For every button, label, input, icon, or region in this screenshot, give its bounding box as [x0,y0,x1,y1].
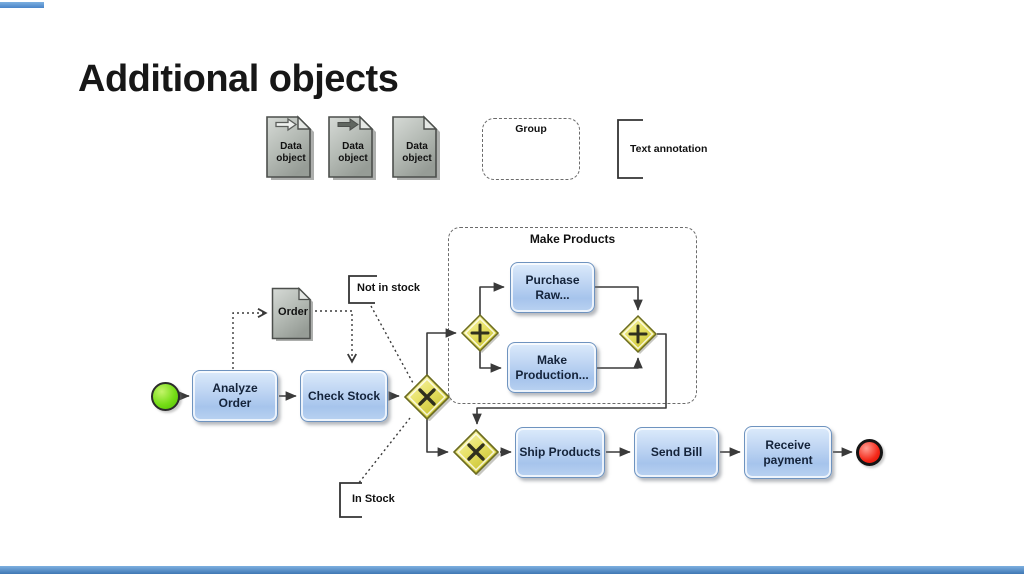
exclusive-gateway-split [403,373,452,426]
data-object-label: Data object [338,141,368,164]
legend-group-box: Group [482,118,580,180]
end-event-icon [856,439,883,466]
in-stock-label: In Stock [352,493,395,505]
parallel-gateway-join [618,314,658,359]
x-diamond-icon [403,373,452,422]
task-ship-products: Ship Products [515,427,605,478]
x-diamond-icon [452,428,501,477]
page-title: Additional objects [78,58,399,100]
legend-data-object-outline-arrow: Data object [265,115,317,183]
data-object-icon [392,115,440,180]
plus-diamond-icon [460,313,500,353]
top-accent-strip [0,2,44,8]
data-object-icon [328,115,376,180]
text-annotation-bracket [617,119,643,179]
plus-diamond-icon [618,314,658,354]
task-purchase-raw: Purchase Raw... [510,262,595,313]
make-products-group: Make Products [448,227,697,404]
sequence-flows [178,282,853,457]
start-event-icon [151,382,180,411]
associations [232,305,414,485]
legend-data-object-solid-arrow: Data object [327,115,379,183]
order-data-object: Order [271,286,315,343]
in-stock-bracket [339,482,362,518]
legend-text-annotation-label: Text annotation [630,143,708,155]
order-label: Order [278,306,308,318]
data-object-icon [271,286,313,341]
task-check-stock: Check Stock [300,370,388,422]
data-object-label: Data object [402,141,432,164]
make-products-label: Make Products [529,232,616,246]
not-in-stock-bracket [348,275,377,304]
task-send-bill: Send Bill [634,427,719,478]
legend-data-object-plain: Data object [391,115,443,183]
annotation-brackets [339,119,643,518]
group-label: Group [515,123,547,135]
task-receive-payment: Receive payment [744,426,832,479]
data-object-label: Data object [276,141,306,164]
bottom-accent-bar [0,566,1024,574]
data-object-icon [266,115,314,180]
task-analyze-order: Analyze Order [192,370,278,422]
parallel-gateway-split [460,313,500,358]
not-in-stock-label: Not in stock [357,282,420,294]
task-make-production: Make Production... [507,342,597,393]
exclusive-gateway-merge [452,428,501,481]
